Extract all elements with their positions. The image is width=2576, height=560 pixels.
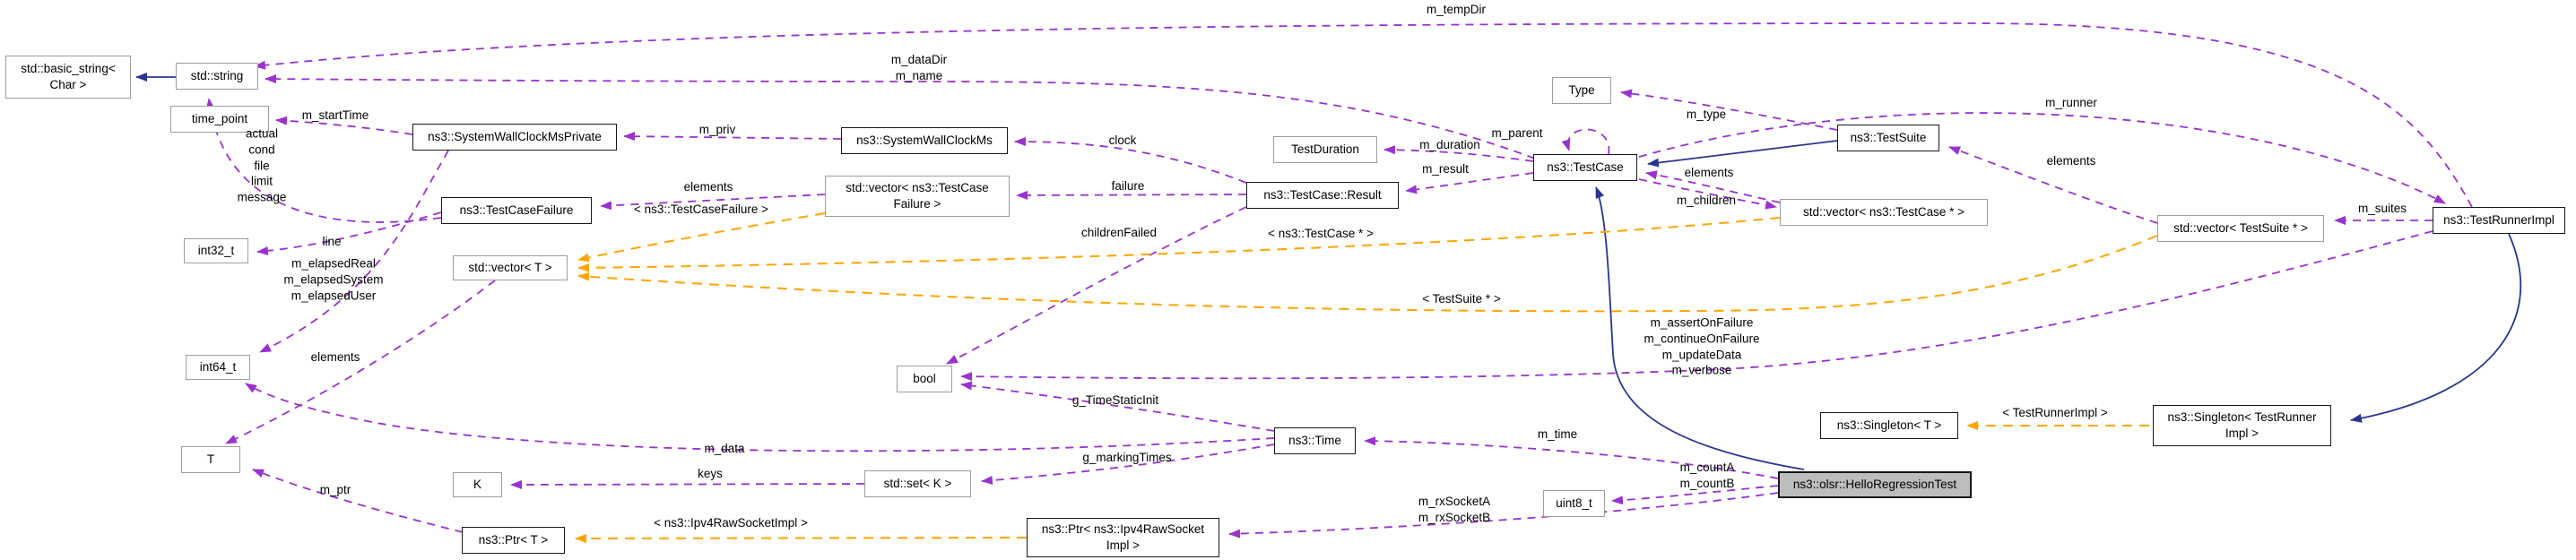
edge-label-template-ipv4rawsocketimpl: < ns3::Ipv4RawSocketImpl > (654, 516, 808, 530)
edge-label-m-duration: m_duration (1419, 138, 1480, 152)
edge-label-m-starttime: m_startTime (301, 108, 369, 123)
edge-label-m-suites: m_suites (2357, 202, 2407, 216)
edge-label-template-testsuite-ptr: < TestSuite * > (1422, 292, 1501, 306)
node-ptr-t[interactable]: ns3::Ptr< T > (462, 527, 565, 554)
edge-label-m-ptr: m_ptr (319, 483, 351, 497)
edge-label-m-result: m_result (1422, 162, 1469, 177)
edge-label-g-markingtimes: g_markingTimes (1082, 451, 1172, 465)
node-testcase-result[interactable]: ns3::TestCase::Result (1246, 182, 1399, 209)
node-int32-t: int32_t (184, 238, 248, 263)
node-singleton-t[interactable]: ns3::Singleton< T > (1820, 412, 1958, 439)
node-testsuite[interactable]: ns3::TestSuite (1837, 125, 1939, 151)
edge-label-m-datadir-m-name: m_dataDir m_name (890, 53, 948, 82)
edge-label-elements-testcasefailure: elements (683, 180, 733, 194)
edge-label-childrenfailed: childrenFailed (1080, 226, 1158, 240)
edge-label-m-counts: m_countA m_countB (1679, 461, 1735, 490)
edge-label-m-data: m_data (704, 442, 745, 456)
edge-label-testrunner-bools: m_assertOnFailure m_continueOnFailure m_… (1644, 315, 1760, 377)
node-k: K (453, 472, 502, 497)
edge-label-template-testrunnerimpl: < TestRunnerImpl > (2002, 406, 2108, 420)
edge-label-clock: clock (1108, 134, 1137, 148)
edge-label-m-rxsockets: m_rxSocketA m_rxSocketB (1418, 495, 1491, 524)
node-bool: bool (897, 366, 952, 392)
node-uint8-t: uint8_t (1543, 490, 1605, 517)
node-std-basic-string: std::basic_string< Char > (5, 56, 131, 99)
edge-label-template-testcase-ptr: < ns3::TestCase * > (1268, 227, 1374, 241)
node-t: T (181, 446, 240, 473)
edge-label-m-runner: m_runner (2045, 96, 2097, 110)
edge-label-m-priv: m_priv (698, 123, 736, 137)
node-set-k: std::set< K > (864, 470, 971, 497)
node-vector-testsuite-ptr: std::vector< TestSuite * > (2157, 215, 2324, 242)
edge-label-m-parent: m_parent (1491, 126, 1543, 141)
node-int64-t: int64_t (186, 355, 250, 380)
edge-label-g-timestaticinit: g_TimeStaticInit (1071, 393, 1159, 408)
node-time-point: time_point (170, 106, 269, 133)
node-testcasefailure[interactable]: ns3::TestCaseFailure (441, 197, 592, 224)
node-testrunnerimpl[interactable]: ns3::TestRunnerImpl (2433, 207, 2565, 234)
node-ptr-ipv4rawsocketimpl[interactable]: ns3::Ptr< ns3::Ipv4RawSocket Impl > (1027, 518, 1219, 557)
edge-label-m-time: m_time (1537, 427, 1578, 442)
node-systemwallclockms-private[interactable]: ns3::SystemWallClockMsPrivate (412, 124, 617, 151)
node-vector-testcase-ptr: std::vector< ns3::TestCase * > (1780, 199, 1988, 226)
edge-label-template-testcasefailure: < ns3::TestCaseFailure > (633, 202, 769, 217)
edge-label-m-children: m_children (1676, 194, 1737, 208)
node-time[interactable]: ns3::Time (1274, 427, 1356, 454)
edge-label-m-type: m_type (1686, 108, 1727, 122)
edge-label-line: line (322, 235, 342, 249)
edge-label-m-elapsed: m_elapsedReal m_elapsedSystem m_elapsedU… (283, 256, 384, 302)
edge-label-elements-testcase: elements (1684, 166, 1734, 180)
edge-label-m-tempdir: m_tempDir (1426, 3, 1487, 17)
edge-label-testcasefailure-strings: actual cond file limit message (237, 126, 287, 204)
node-testcase[interactable]: ns3::TestCase (1533, 154, 1637, 181)
node-testduration: TestDuration (1273, 136, 1377, 163)
node-hello-regression-test: ns3::olsr::HelloRegressionTest (1778, 471, 1972, 498)
edge-label-elements-t: elements (310, 350, 360, 365)
node-std-string: std::string (176, 63, 258, 90)
node-vector-t: std::vector< T > (453, 255, 568, 280)
node-singleton-testrunnerimpl[interactable]: ns3::Singleton< TestRunner Impl > (2153, 405, 2331, 446)
node-vector-testcasefailure: std::vector< ns3::TestCase Failure > (825, 176, 1010, 217)
node-type: Type (1552, 77, 1611, 104)
edge-label-keys: keys (698, 467, 723, 481)
edge-label-elements-testsuite: elements (2046, 154, 2096, 168)
node-systemwallclockms[interactable]: ns3::SystemWallClockMs (841, 127, 1008, 154)
edge-label-failure: failure (1111, 179, 1145, 194)
